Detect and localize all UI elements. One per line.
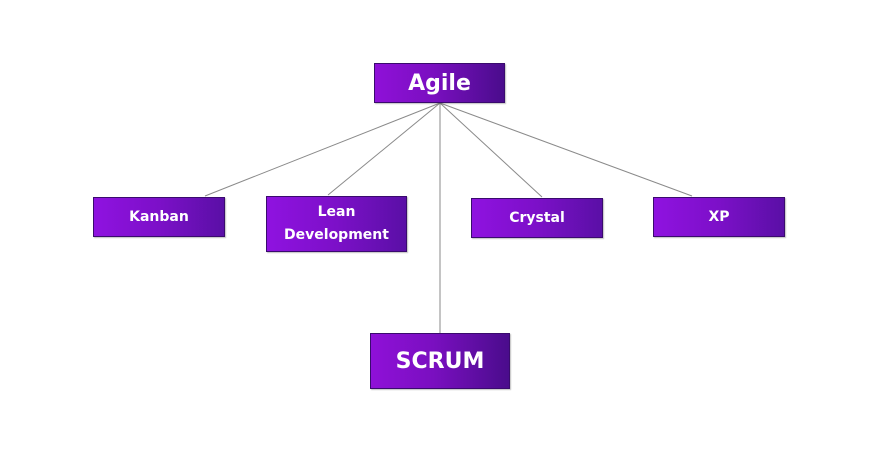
node-crystal: Crystal [471, 198, 603, 238]
node-agile: Agile [374, 63, 505, 103]
node-kanban: Kanban [93, 197, 225, 237]
node-xp-label: XP [708, 209, 730, 225]
node-xp: XP [653, 197, 785, 237]
node-kanban-label: Kanban [129, 209, 189, 225]
node-lean-development: Lean Development [266, 196, 407, 252]
connector-agile-xp [439, 102, 693, 197]
node-agile-label: Agile [408, 70, 471, 96]
connector-agile-kanban [204, 102, 441, 197]
connector-agile-crystal [439, 102, 543, 198]
connector-agile-lean [327, 102, 441, 196]
node-scrum: SCRUM [370, 333, 510, 389]
node-scrum-label: SCRUM [395, 348, 485, 374]
node-lean-development-label: Lean Development [284, 204, 389, 243]
node-crystal-label: Crystal [509, 210, 565, 226]
